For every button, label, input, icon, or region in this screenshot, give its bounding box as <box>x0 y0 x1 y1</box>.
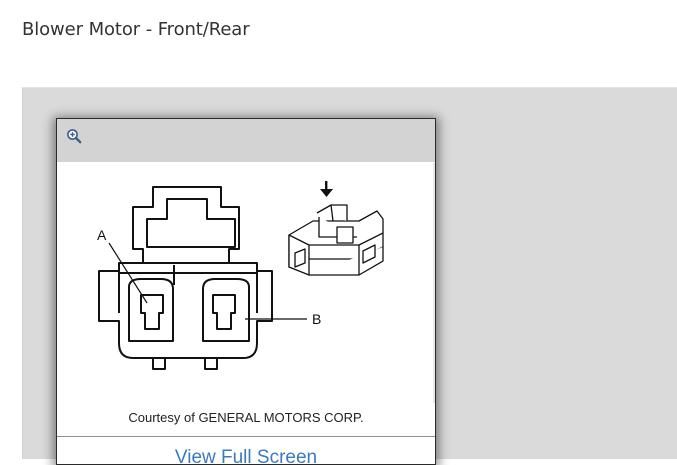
callout-b: B <box>312 311 321 327</box>
scrollbar[interactable] <box>433 163 435 403</box>
connector-diagram: A B <box>97 181 384 370</box>
image-viewer: A B Courtesy of GENERAL MOTORS CORP. Vie… <box>56 118 436 465</box>
cavity-b <box>202 278 250 342</box>
image-caption: Courtesy of GENERAL MOTORS CORP. <box>128 410 364 425</box>
divider <box>57 436 435 437</box>
view-full-screen-link[interactable]: View Full Screen <box>174 447 318 465</box>
connector-body <box>98 262 273 359</box>
locator-arrow <box>320 181 333 197</box>
zoom-in-icon[interactable] <box>66 128 82 144</box>
page-title: Blower Motor - Front/Rear <box>22 19 250 40</box>
connector-thumbnail <box>288 204 384 276</box>
cavity-a <box>128 278 174 342</box>
viewer-toolbar <box>57 119 435 162</box>
callout-a: A <box>97 227 107 243</box>
